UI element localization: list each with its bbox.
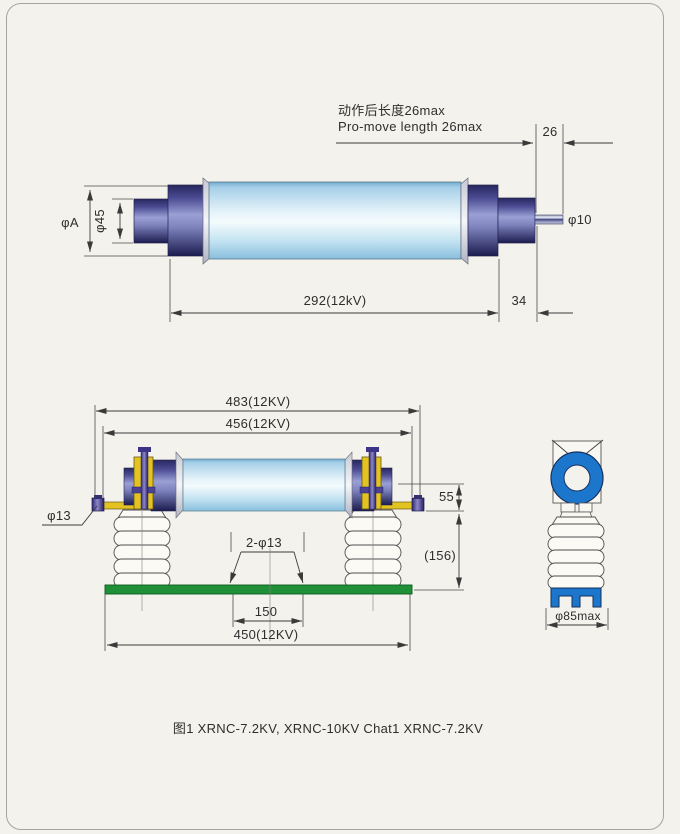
right-contact-cylinder — [497, 197, 536, 244]
terminal-arms — [91, 495, 425, 512]
front-view-dimension-lines — [42, 405, 464, 651]
left-cap — [150, 459, 178, 512]
dim-phi-85-label: φ85max — [555, 609, 601, 623]
dim-phi-10-label: φ10 — [568, 212, 592, 227]
note-en-label: Pro-move length 26max — [338, 119, 483, 134]
fuse-body-top-view — [133, 177, 564, 265]
dim-292-label: 292(12kV) — [304, 293, 367, 308]
right-bolt-head — [414, 495, 422, 499]
left-terminal-bolt — [91, 497, 105, 512]
dim-phi-13-label: φ13 — [47, 508, 71, 523]
side-view-dimension-lines — [545, 608, 609, 630]
top-view-dimension-lines — [84, 124, 613, 322]
fuse-tube-front — [182, 458, 346, 512]
dim-phi-45-label: φ45 — [92, 209, 107, 233]
right-terminal-bolt — [411, 497, 425, 512]
dim-phi-a-label: φA — [61, 215, 79, 230]
left-insulator — [113, 509, 171, 611]
dim-156-label: (156) — [424, 548, 456, 563]
side-insulator — [547, 516, 605, 590]
base-plate — [104, 584, 413, 595]
figure-caption: 图1 XRNC-7.2KV, XRNC-10KV Chat1 XRNC-7.2K… — [173, 721, 483, 736]
dim-456-label: 456(12KV) — [226, 416, 291, 431]
top-view-fuse: 动作后长度26max Pro-move length 26max 26 φA φ… — [61, 103, 613, 322]
clamp-ring-bore — [563, 464, 591, 492]
dim-450-label: 450(12KV) — [234, 627, 299, 642]
right-insulator — [344, 509, 402, 611]
left-clamp — [131, 447, 156, 510]
left-bolt-head — [94, 495, 102, 499]
note-cn-label: 动作后长度26max — [338, 103, 445, 118]
right-clamp-bolt — [368, 448, 377, 510]
side-view-assembly: φ85max — [545, 439, 609, 630]
dim-34-label: 34 — [511, 293, 526, 308]
dim-2-phi-13-label: 2-φ13 — [246, 535, 282, 550]
left-contact-cylinder — [133, 198, 170, 244]
left-clamp-bolt — [140, 448, 149, 510]
dim-483-label: 483(12KV) — [226, 394, 291, 409]
fuse-body-front-view — [123, 447, 393, 519]
base-channel-bracket — [550, 587, 602, 608]
left-end-cap — [167, 184, 205, 257]
striker-pin — [534, 214, 564, 225]
dim-150-label: 150 — [255, 604, 278, 619]
right-end-cap — [467, 184, 499, 257]
front-view-assembly: 483(12KV) 456(12KV) 55 (156) φ13 2-φ13 1… — [42, 394, 464, 651]
dim-26-label: 26 — [542, 124, 557, 139]
fuse-tube — [208, 181, 462, 260]
right-flange — [460, 177, 469, 265]
dim-55-label: 55 — [439, 489, 454, 504]
right-clamp — [359, 447, 384, 510]
